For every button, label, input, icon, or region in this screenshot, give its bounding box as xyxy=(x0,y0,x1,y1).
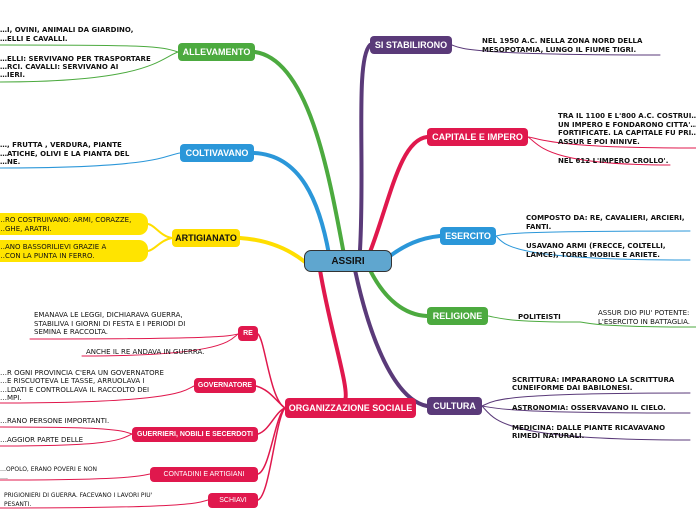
cultura-detail-3a: MEDICINA: DALLE PIANTE RICAVAVANO xyxy=(512,424,666,432)
coltivavano-detail-c: …NE. xyxy=(0,158,21,166)
stabilirono-detail-b: MESOPOTAMIA, LUNGO IL FIUME TIGRI. xyxy=(482,46,637,54)
allevamento-detail-2b: …RCI. CAVALLI: SERVIVANO AI xyxy=(0,63,119,71)
religione-detail-b: L'ESERCITO IN BATTAGLIA. xyxy=(598,318,690,326)
governatore-detail-a: …R OGNI PROVINCIA C'ERA UN GOVERNATORE xyxy=(0,369,164,377)
re-detail-1c: SEMINA E RACCOLTA. xyxy=(34,328,108,336)
governatore-detail-c: …LDATI E CONTROLLAVA IL RACCOLTO DEI xyxy=(0,386,150,394)
cultura-detail-1a: SCRITTURA: IMPARARONO LA SCRITTURA xyxy=(512,376,675,384)
cultura-detail-3b: RIMEDI NATURALI. xyxy=(512,432,585,440)
subtopic-schiavi[interactable]: SCHIAVI xyxy=(208,493,258,508)
artigianato-detail-1b: …GHE, ARATRI. xyxy=(0,225,52,233)
capitale-detail-1d: ASSUR E POI NINIVE. xyxy=(558,138,640,146)
topic-cultura[interactable]: CULTURA xyxy=(427,397,482,415)
topic-coltivavano[interactable]: COLTIVAVANO xyxy=(180,144,254,162)
re-detail-1b: STABILIVA I GIORNI DI FESTA E I PERIODI … xyxy=(34,320,186,328)
topic-artigianato[interactable]: ARTIGIANATO xyxy=(172,229,240,247)
governatore-detail-b: …E RISCUOTEVA LE TASSE, ARRUOLAVA I xyxy=(0,377,145,385)
capitale-detail-1c: FORTIFICATE. LA CAPITALE FU PRI… xyxy=(558,129,696,137)
subtopic-guerrieri-nobili-secerdoti[interactable]: GUERRIERI, NOBILI E SECERDOTI xyxy=(132,427,258,442)
schiavi-detail-a: PRIGIONIERI DI GUERRA. FACEVANO I LAVORI… xyxy=(4,492,153,499)
guerrieri-detail-b: …AGGIOR PARTE DELLE xyxy=(0,436,84,444)
artigianato-detail-1a: …RO COSTRUIVANO: ARMI, CORAZZE, xyxy=(0,216,132,224)
religione-detail-a: ASSUR DIO PIU' POTENTE: xyxy=(598,309,690,317)
artigianato-detail-2b: …CON LA PUNTA IN FERRO. xyxy=(0,252,95,260)
topic-organizzazione-sociale[interactable]: ORGANIZZAZIONE SOCIALE xyxy=(285,398,416,418)
re-detail-1a: EMANAVA LE LEGGI, DICHIARAVA GUERRA, xyxy=(34,311,183,319)
religione-subtopic-politeisti: POLITEISTI xyxy=(518,313,561,321)
cultura-detail-2: ASTRONOMIA: OSSERVAVANO IL CIELO. xyxy=(512,404,666,412)
esercito-detail-1b: FANTI. xyxy=(526,223,552,231)
schiavi-detail-b: PESANTI. xyxy=(4,501,32,508)
capitale-detail-1a: TRA IL 1100 E L'800 A.C. COSTRUI… xyxy=(558,112,696,120)
subtopic-governatore[interactable]: GOVERNATORE xyxy=(194,378,256,393)
topic-capitale-e-impero[interactable]: CAPITALE E IMPERO xyxy=(427,128,528,146)
coltivavano-detail-b: …ATICHE, OLIVI E LA PIANTA DEL xyxy=(0,150,130,158)
artigianato-detail-1: …RO COSTRUIVANO: ARMI, CORAZZE, …GHE, AR… xyxy=(0,213,148,235)
contadini-detail-b: …. xyxy=(0,474,8,481)
central-topic[interactable]: ASSIRI xyxy=(304,250,392,272)
subtopic-contadini-artigiani[interactable]: CONTADINI E ARTIGIANI xyxy=(150,467,258,482)
artigianato-detail-2: …ANO BASSORILIEVI GRAZIE A …CON LA PUNTA… xyxy=(0,240,148,262)
allevamento-detail-1a: …I, OVINI, ANIMALI DA GIARDINO, xyxy=(0,26,134,34)
subtopic-re[interactable]: RE xyxy=(238,326,258,341)
artigianato-detail-2a: …ANO BASSORILIEVI GRAZIE A xyxy=(0,243,107,251)
re-detail-2: ANCHE IL RE ANDAVA IN GUERRA. xyxy=(86,348,205,356)
topic-esercito[interactable]: ESERCITO xyxy=(440,227,496,245)
esercito-detail-2b: LAMCE), TORRE MOBILE E ARIETE. xyxy=(526,251,660,259)
allevamento-detail-2a: …ELLI: SERVIVANO PER TRASPORTARE xyxy=(0,55,151,63)
capitale-detail-1b: UN IMPERO E FONDARONO CITTA'… xyxy=(558,121,696,129)
coltivavano-detail-a: …, FRUTTA , VERDURA, PIANTE xyxy=(0,141,122,149)
cultura-detail-1b: CUNEIFORME DAI BABILONESI. xyxy=(512,384,633,392)
governatore-detail-d: …MPI. xyxy=(0,394,22,402)
esercito-detail-1a: COMPOSTO DA: RE, CAVALIERI, ARCIERI, xyxy=(526,214,685,222)
allevamento-detail-2c: …IERI. xyxy=(0,71,26,79)
topic-allevamento[interactable]: ALLEVAMENTO xyxy=(178,43,255,61)
esercito-detail-2a: USAVANO ARMI (FRECCE, COLTELLI, xyxy=(526,242,666,250)
capitale-detail-2: NEL 612 L'IMPERO CROLLO'. xyxy=(558,157,669,165)
topic-religione[interactable]: RELIGIONE xyxy=(427,307,488,325)
guerrieri-detail-a: …RANO PERSONE IMPORTANTI. xyxy=(0,417,110,425)
contadini-detail-a: …OPOLO, ERANO POVERI E NON xyxy=(0,466,98,473)
topic-si-stabilirono[interactable]: SI STABILIRONO xyxy=(370,36,452,54)
stabilirono-detail-a: NEL 1950 A.C. NELLA ZONA NORD DELLA xyxy=(482,37,643,45)
allevamento-detail-1b: …ELLI E CAVALLI. xyxy=(0,35,68,43)
